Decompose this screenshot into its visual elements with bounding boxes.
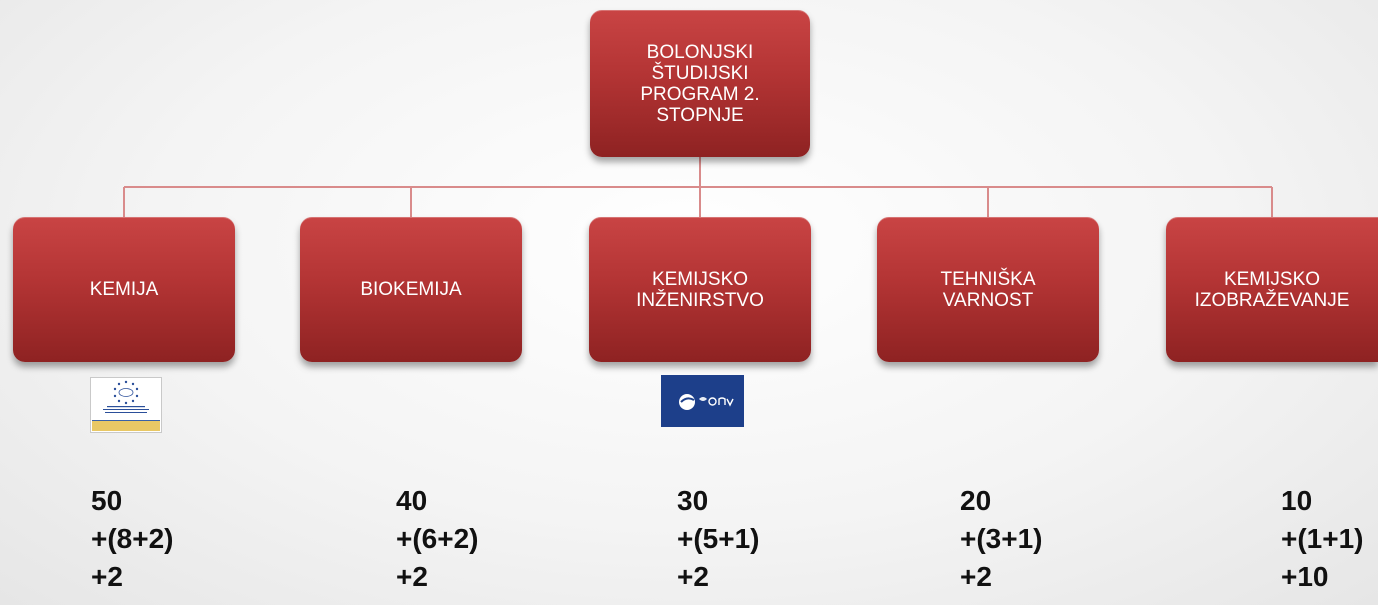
stat-line-3: +2 <box>396 561 428 592</box>
program-node-kemijsko-inzenirstvo: KEMIJSKO INŽENIRSTVO <box>589 217 811 362</box>
stat-line-3: +2 <box>91 561 123 592</box>
stat-line-3: +2 <box>960 561 992 592</box>
enrollment-stats-kemija: 50 +(8+2) +2 <box>91 482 174 596</box>
enrollment-stats-kemijsko-inzenirstvo: 30 +(5+1) +2 <box>677 482 760 596</box>
stat-line-2: +(8+2) <box>91 523 174 554</box>
stat-line-1: 40 <box>396 485 428 516</box>
program-node-kemija: KEMIJA <box>13 217 235 362</box>
ectn-emblem-icon <box>103 380 149 413</box>
stat-line-1: 30 <box>677 485 709 516</box>
stat-line-3: +10 <box>1281 561 1329 592</box>
root-node: BOLONJSKI ŠTUDIJSKI PROGRAM 2. STOPNJE <box>590 10 810 157</box>
enrollment-stats-kemijsko-izobrazevanje: 10 +(1+1) +10 <box>1281 482 1364 596</box>
stat-line-2: +(1+1) <box>1281 523 1364 554</box>
stat-line-1: 50 <box>91 485 123 516</box>
eoav-logo <box>661 375 744 427</box>
enrollment-stats-tehniska-varnost: 20 +(3+1) +2 <box>960 482 1043 596</box>
stat-line-1: 10 <box>1281 485 1313 516</box>
stat-line-1: 20 <box>960 485 992 516</box>
eoav-mark-icon <box>679 394 734 410</box>
stat-line-2: +(5+1) <box>677 523 760 554</box>
program-node-tehniska-varnost: TEHNIŠKA VARNOST <box>877 217 1099 362</box>
program-node-biokemija: BIOKEMIJA <box>300 217 522 362</box>
stat-line-2: +(6+2) <box>396 523 479 554</box>
program-node-kemijsko-izobrazevanje: KEMIJSKO IZOBRAŽEVANJE <box>1166 217 1378 362</box>
ectn-eurobachelor-logo <box>90 377 162 433</box>
stat-line-3: +2 <box>677 561 709 592</box>
enrollment-stats-biokemija: 40 +(6+2) +2 <box>396 482 479 596</box>
eurobachelor-strip <box>92 420 160 431</box>
stat-line-2: +(3+1) <box>960 523 1043 554</box>
